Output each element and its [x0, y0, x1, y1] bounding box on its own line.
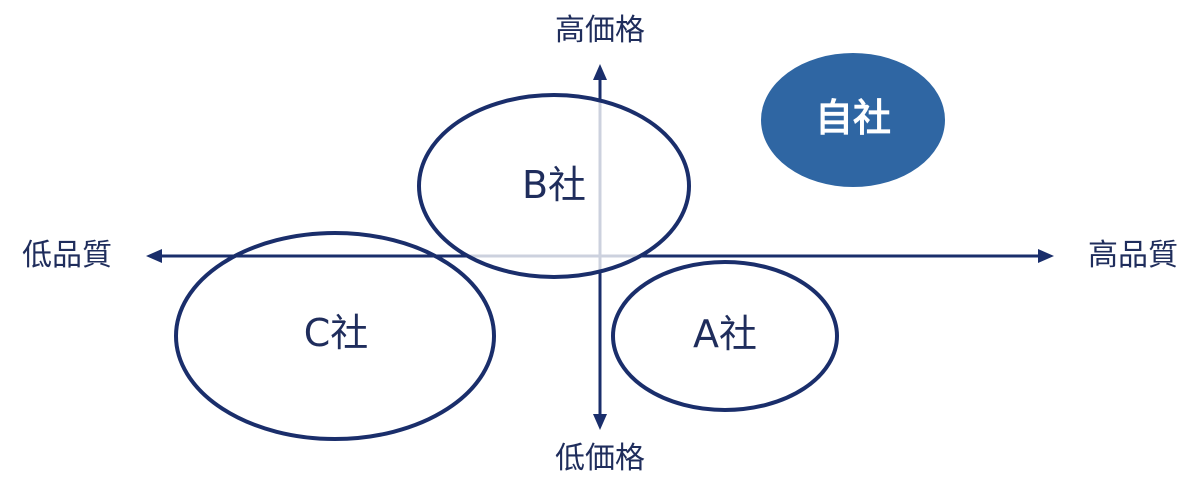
price-axis-top-arrow	[593, 64, 607, 80]
company-c-label: C社	[304, 311, 369, 355]
company-b-label: B社	[522, 163, 586, 207]
company-c-ellipse	[174, 231, 496, 441]
quality-axis-left-arrow	[146, 249, 162, 263]
y-axis-top-label: 高価格	[555, 13, 645, 48]
y-axis-bottom-label: 低価格	[555, 441, 645, 476]
x-axis-left-label: 低品質	[22, 238, 112, 273]
x-axis-right-label: 高品質	[1088, 238, 1178, 273]
self-company-label: 自社	[815, 96, 891, 140]
company-a-label: A社	[693, 312, 757, 356]
company-b-ellipse	[417, 93, 691, 279]
company-a-ellipse	[611, 260, 839, 412]
quality-axis-right-arrow	[1038, 249, 1054, 263]
price-axis-bottom-arrow	[593, 414, 607, 430]
self-company-ellipse	[761, 53, 945, 187]
